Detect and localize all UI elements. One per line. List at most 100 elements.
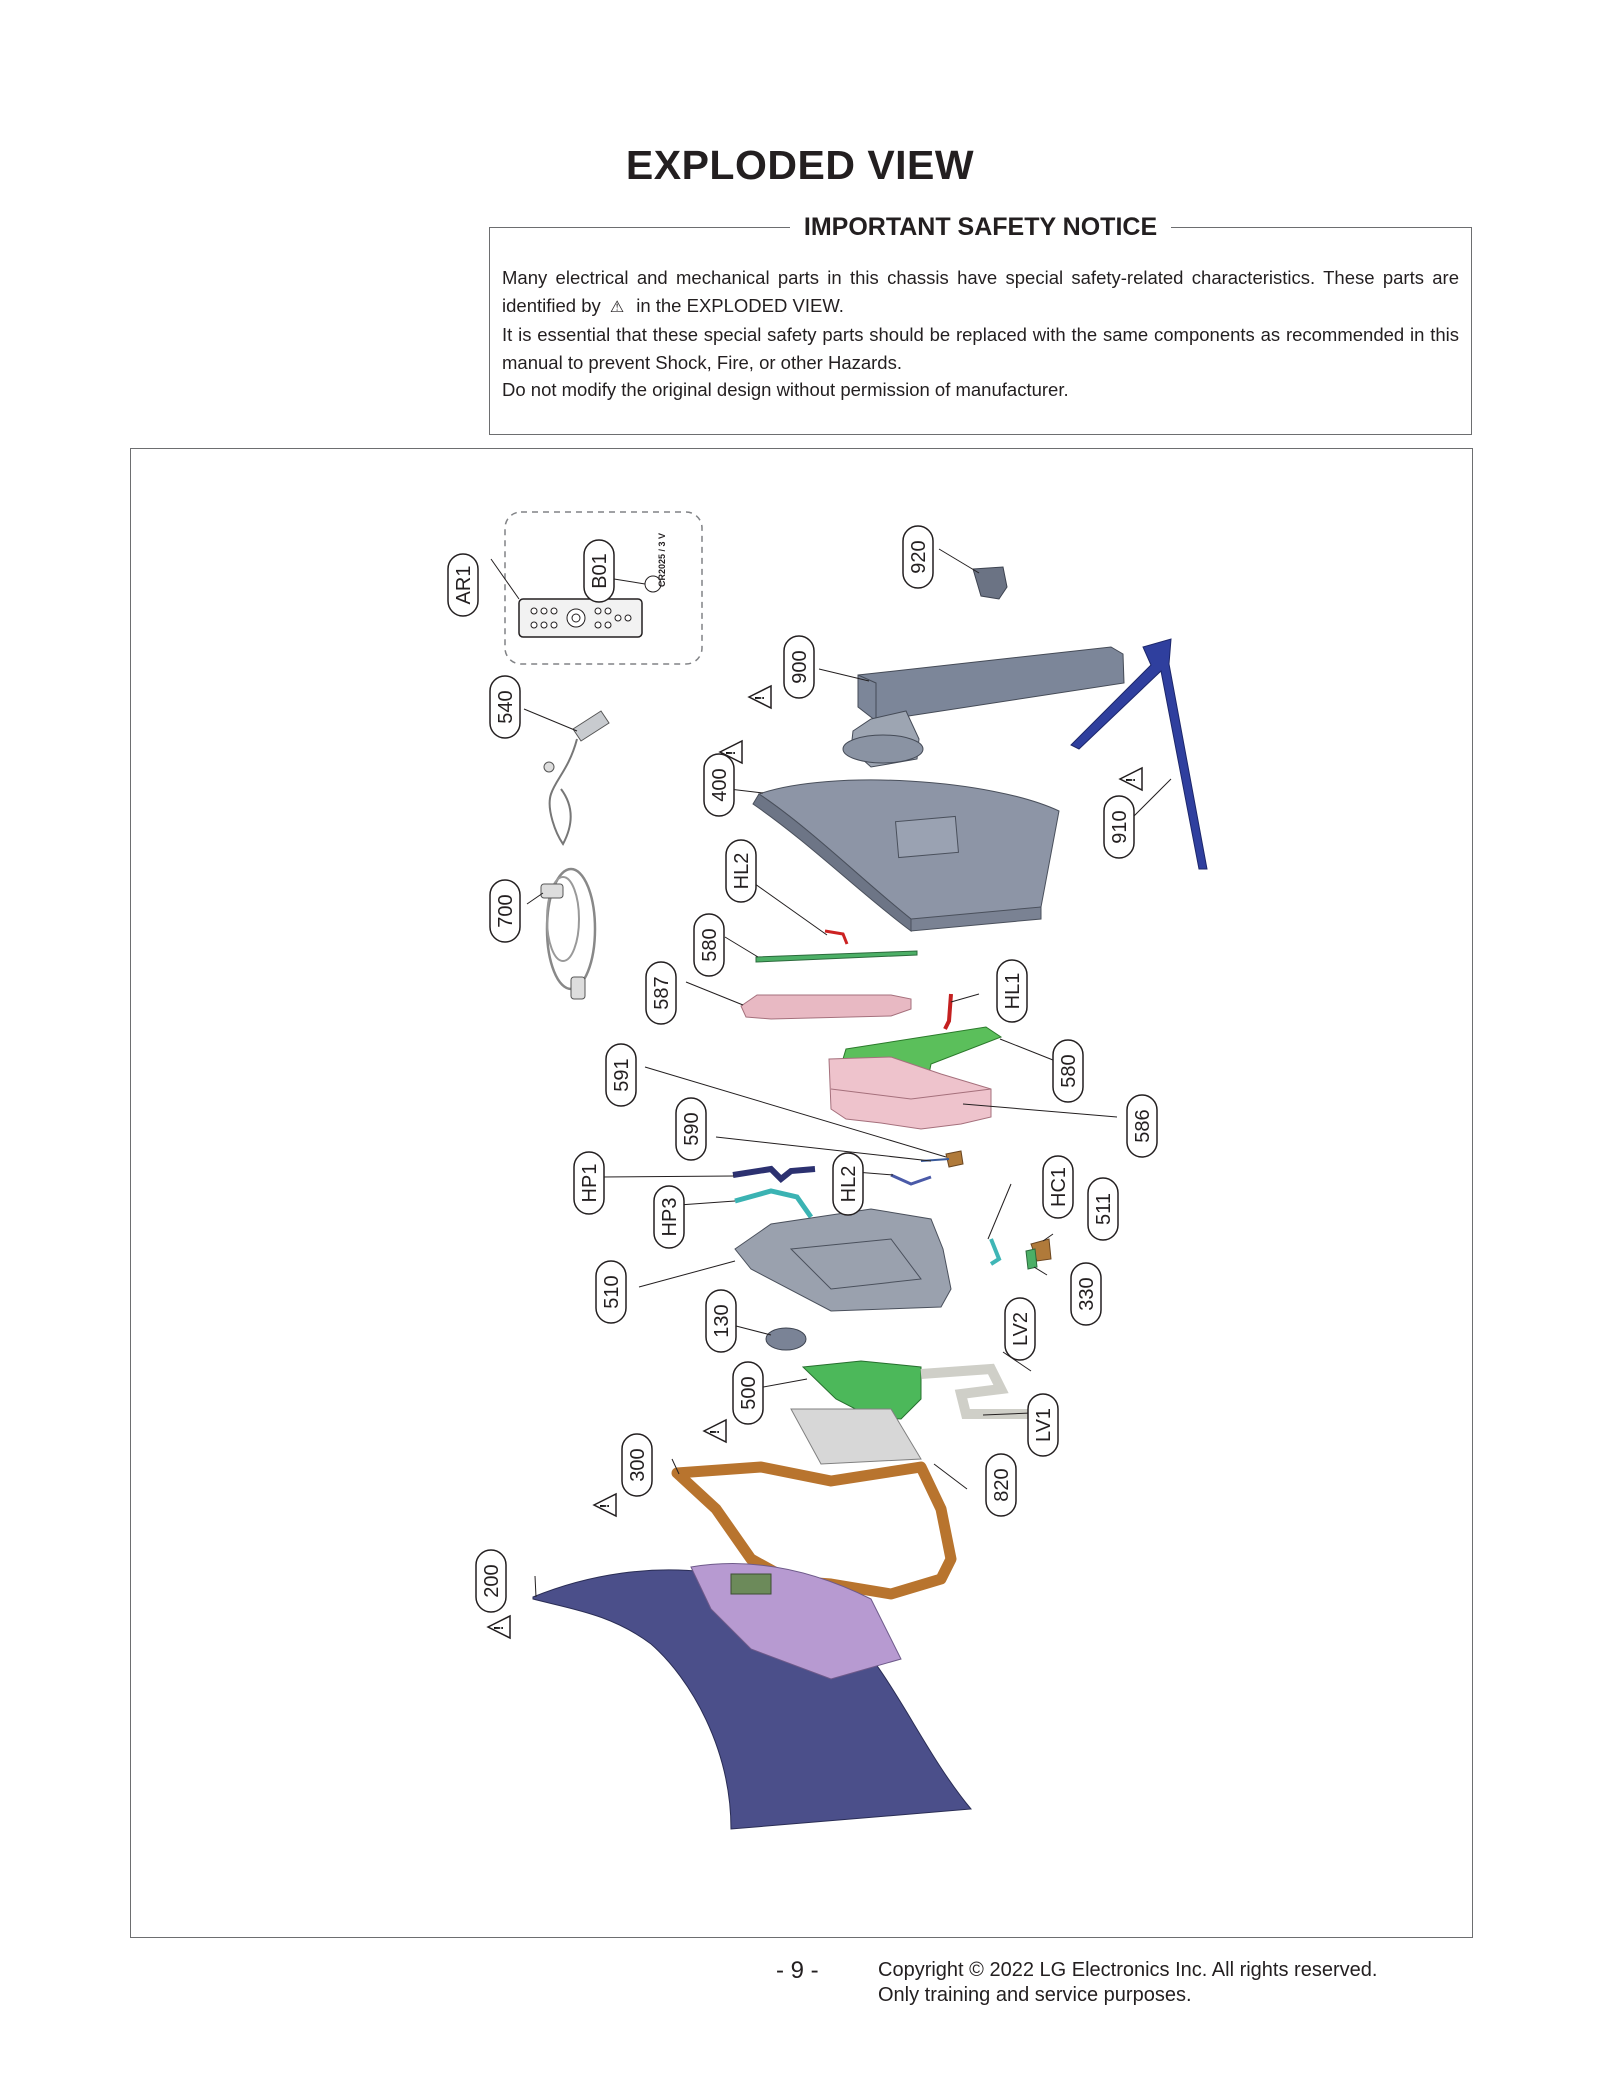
stand-base-drawing xyxy=(1070,638,1208,870)
cable-hl2b-drawing xyxy=(890,1173,932,1186)
label-540: 540 xyxy=(489,675,521,739)
label-lv1: LV1 xyxy=(1027,1393,1059,1457)
svg-text:591: 591 xyxy=(611,1058,633,1091)
svg-text:LV2: LV2 xyxy=(1010,1312,1032,1346)
ac-adapter-drawing xyxy=(543,710,610,846)
display-panel-200-drawing xyxy=(532,1563,972,1830)
leader-lines xyxy=(490,548,1172,1598)
speaker-130-drawing xyxy=(765,1327,807,1351)
warning-icon-400: ! xyxy=(718,739,743,765)
svg-text:!: ! xyxy=(752,696,767,700)
part-920-drawing xyxy=(972,566,1008,600)
notice-paragraph-2: It is essential that these special safet… xyxy=(502,324,1459,373)
label-700: 700 xyxy=(489,879,521,943)
label-130: 130 xyxy=(705,1289,737,1353)
warning-triangles: ! ! ! ! ! ! xyxy=(486,684,1143,1640)
warning-icon-200: ! xyxy=(486,1614,511,1640)
label-591: 591 xyxy=(605,1043,637,1107)
svg-text:!: ! xyxy=(723,751,738,755)
svg-text:LV1: LV1 xyxy=(1033,1408,1055,1442)
safety-notice-box: IMPORTANT SAFETY NOTICE Many electrical … xyxy=(489,213,1472,435)
page-title: EXPLODED VIEW xyxy=(625,142,975,188)
svg-text:HC1: HC1 xyxy=(1048,1167,1070,1207)
cable-hl2-drawing xyxy=(824,929,849,945)
svg-text:590: 590 xyxy=(681,1112,703,1145)
svg-text:586: 586 xyxy=(1132,1109,1154,1142)
svg-text:!: ! xyxy=(1123,778,1138,782)
label-b01: B01 xyxy=(583,539,615,603)
svg-text:580: 580 xyxy=(1058,1054,1080,1087)
label-hl2-a: HL2 xyxy=(725,839,757,903)
battery-label: CR2025 / 3 V xyxy=(657,533,667,587)
label-586: 586 xyxy=(1126,1094,1158,1158)
safety-notice-body: Many electrical and mechanical parts in … xyxy=(502,264,1459,404)
svg-text:HP1: HP1 xyxy=(579,1164,601,1203)
part-591-drawing xyxy=(945,1150,964,1168)
page-number: - 9 - xyxy=(776,1957,819,1984)
svg-text:!: ! xyxy=(491,1626,506,1630)
label-580-a: 580 xyxy=(693,913,725,977)
label-900: 900 xyxy=(783,635,815,699)
strip-580-drawing xyxy=(755,950,918,963)
frame-586-drawing xyxy=(828,1056,992,1130)
warning-icon-300: ! xyxy=(592,1492,617,1518)
cable-hl1-drawing xyxy=(943,993,953,1030)
label-587: 587 xyxy=(645,961,677,1025)
shield-820-drawing xyxy=(790,1408,922,1465)
svg-text:130: 130 xyxy=(711,1304,733,1337)
label-hp3: HP3 xyxy=(653,1185,685,1249)
part-labels: AR1 B01 920 540 900 400 910 700 HL2 580 … xyxy=(447,525,1158,1613)
label-400: 400 xyxy=(703,753,735,817)
svg-text:400: 400 xyxy=(709,768,731,801)
label-511: 511 xyxy=(1087,1177,1119,1241)
part-330-drawing xyxy=(1025,1248,1038,1270)
svg-text:HL1: HL1 xyxy=(1002,973,1024,1010)
svg-text:300: 300 xyxy=(627,1448,649,1481)
copyright-notice: Copyright © 2022 LG Electronics Inc. All… xyxy=(878,1958,1377,2008)
svg-text:510: 510 xyxy=(601,1275,623,1308)
label-580-b: 580 xyxy=(1052,1039,1084,1103)
cable-hp1-drawing xyxy=(732,1165,816,1184)
svg-text:AR1: AR1 xyxy=(453,566,475,605)
power-cord-drawing xyxy=(540,867,597,1000)
svg-text:330: 330 xyxy=(1076,1277,1098,1310)
svg-text:B01: B01 xyxy=(589,553,611,589)
warning-icon-500: ! xyxy=(702,1418,727,1444)
svg-text:700: 700 xyxy=(495,894,517,927)
cable-hp3-drawing xyxy=(734,1188,814,1219)
safety-notice-title: IMPORTANT SAFETY NOTICE xyxy=(490,212,1471,242)
label-590: 590 xyxy=(675,1097,707,1161)
warning-icon-910: ! xyxy=(1118,766,1143,792)
main-board-500-drawing xyxy=(801,1360,922,1420)
svg-text:900: 900 xyxy=(789,650,811,683)
label-hl1: HL1 xyxy=(996,959,1028,1023)
warning-icon-900: ! xyxy=(747,684,772,710)
svg-text:500: 500 xyxy=(738,1376,760,1409)
label-510: 510 xyxy=(595,1260,627,1324)
cable-hc1-drawing xyxy=(989,1238,1002,1266)
svg-text:920: 920 xyxy=(908,540,930,573)
remote-control-drawing xyxy=(504,511,703,665)
label-hp1: HP1 xyxy=(573,1151,605,1215)
label-910: 910 xyxy=(1103,795,1135,859)
svg-text:!: ! xyxy=(707,1430,722,1434)
label-500: 500 xyxy=(732,1361,764,1425)
svg-text:580: 580 xyxy=(699,928,721,961)
label-820: 820 xyxy=(985,1453,1017,1517)
bracket-587-drawing xyxy=(740,994,912,1020)
label-920: 920 xyxy=(902,525,934,589)
label-300: 300 xyxy=(621,1433,653,1497)
label-hc1: HC1 xyxy=(1042,1155,1074,1219)
svg-text:910: 910 xyxy=(1109,810,1131,843)
notice-paragraph-3: Do not modify the original design withou… xyxy=(502,379,1069,400)
label-hl2-b: HL2 xyxy=(832,1152,864,1216)
label-lv2: LV2 xyxy=(1004,1297,1036,1361)
cable-lv-drawing xyxy=(920,1363,1031,1419)
stand-arm-drawing xyxy=(842,646,1125,768)
back-cover-drawing xyxy=(752,779,1060,932)
svg-text:200: 200 xyxy=(481,1564,503,1597)
svg-text:HP3: HP3 xyxy=(659,1198,681,1237)
svg-text:!: ! xyxy=(597,1504,612,1508)
chassis-510-drawing xyxy=(734,1208,952,1312)
warning-triangle-icon: ⚠ xyxy=(609,298,625,316)
